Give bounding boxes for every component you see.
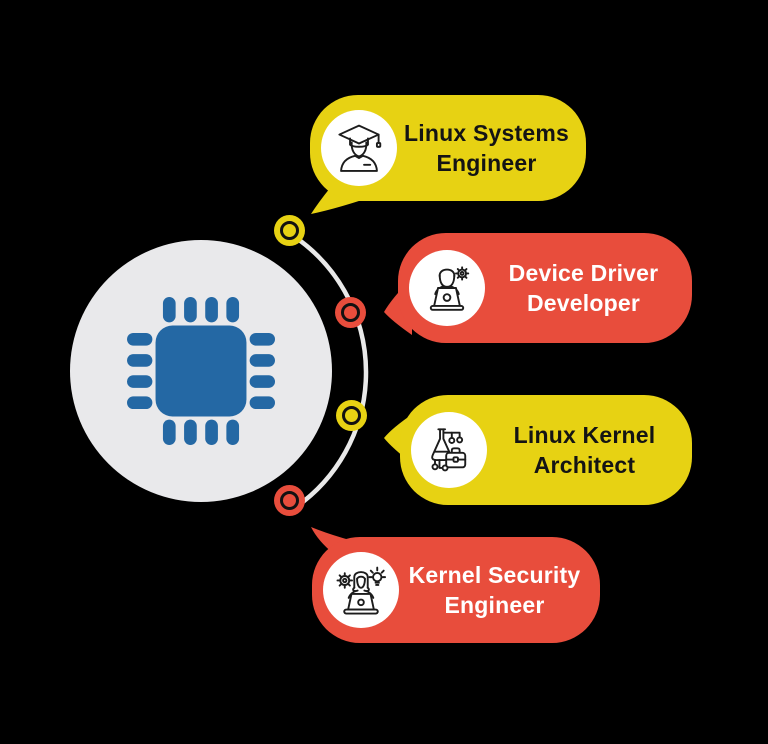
icon-badge [409, 250, 485, 326]
flask-briefcase-icon [431, 428, 467, 472]
bubble-device-driver-developer: Device Driver Developer [398, 233, 692, 343]
bubble-linux-kernel-architect: Linux Kernel Architect [400, 395, 692, 505]
label-line: Device Driver [508, 260, 659, 286]
label-line: Developer [526, 290, 640, 316]
connector-dot-1 [280, 221, 299, 240]
bubble-label: Linux Systems Engineer [397, 118, 586, 178]
developer-laptop-gear-icon [429, 266, 470, 311]
engineer-gears-lightbulb-icon [336, 566, 387, 615]
connector-dot-4 [280, 491, 299, 510]
bubble-label: Kernel Security Engineer [399, 560, 600, 620]
hub-circle [70, 240, 332, 502]
icon-badge [321, 110, 397, 186]
label-line: Linux Kernel [513, 422, 656, 448]
graduate-student-icon [338, 124, 382, 172]
connector-dot-3 [342, 406, 361, 425]
label-line: Engineer [444, 592, 545, 618]
label-line: Linux Systems [404, 120, 569, 146]
bubble-label: Device Driver Developer [485, 258, 692, 318]
icon-badge [411, 412, 487, 488]
icon-badge [323, 552, 399, 628]
connector-arc [293, 235, 369, 509]
cpu-chip-icon [127, 297, 275, 445]
label-line: Architect [533, 452, 636, 478]
label-line: Kernel Security [408, 562, 581, 588]
bubble-label: Linux Kernel Architect [487, 420, 692, 480]
bubble-linux-systems-engineer: Linux Systems Engineer [310, 95, 586, 201]
connector-dot-2 [341, 303, 360, 322]
label-line: Engineer [436, 150, 537, 176]
bubble-kernel-security-engineer: Kernel Security Engineer [312, 537, 600, 643]
